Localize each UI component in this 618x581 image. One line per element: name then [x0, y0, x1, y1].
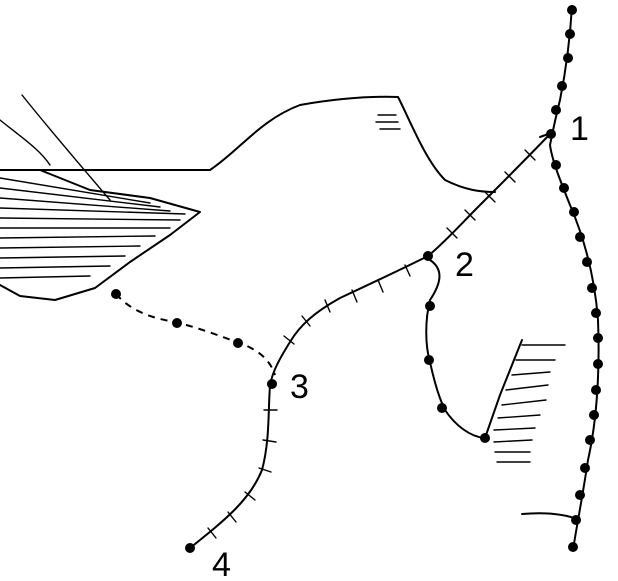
- left-fin: [0, 94, 201, 301]
- upper-contour: [39, 95, 496, 193]
- ticked-path: [185, 132, 552, 553]
- beaded-path-1: [546, 5, 603, 552]
- label-2: 2: [455, 246, 474, 284]
- label-4: 4: [212, 546, 231, 581]
- beaded-loop: [424, 259, 490, 443]
- dashed-path: [111, 289, 276, 376]
- mound-hatching: [375, 114, 401, 130]
- label-1: 1: [570, 110, 589, 148]
- right-hatched-structure: [484, 339, 581, 521]
- label-3: 3: [290, 368, 309, 406]
